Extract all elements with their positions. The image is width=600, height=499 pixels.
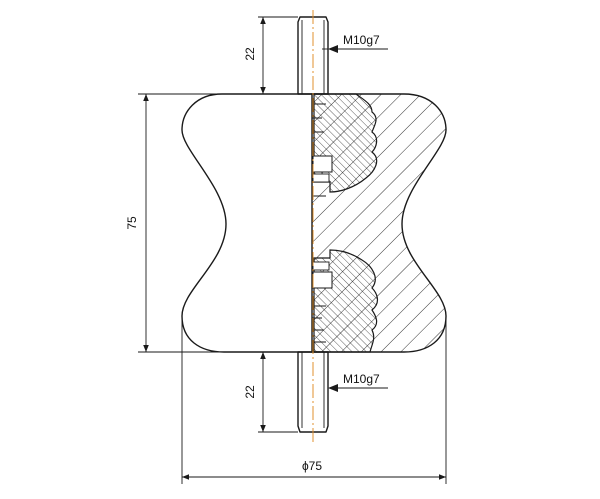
- rubber-body: [181, 93, 447, 353]
- body-left-outline: [181, 93, 312, 353]
- dim-stud-top: 22: [243, 16, 298, 95]
- dim-body-height: 75: [125, 93, 224, 353]
- section-steps: [312, 103, 326, 343]
- bottom-bore-upper: [312, 261, 330, 271]
- dim-stud-top-label: 22: [243, 47, 257, 61]
- top-bore-lower: [312, 173, 330, 183]
- dim-body-height-label: 75: [125, 216, 139, 230]
- thread-callout-top-label: M10g7: [343, 33, 380, 47]
- top-bore: [312, 155, 333, 173]
- dim-body-diameter: ϕ75: [181, 316, 447, 484]
- dim-stud-bottom-label: 22: [243, 385, 257, 399]
- bottom-bore: [312, 271, 333, 289]
- dim-body-diameter-label: ϕ75: [302, 459, 322, 473]
- bottom-stud: [297, 351, 329, 433]
- dim-stud-bottom: 22: [243, 351, 298, 433]
- thread-callout-top: M10g7: [322, 33, 388, 53]
- thread-callout-bottom: M10g7: [328, 372, 388, 392]
- thread-callout-bottom-label: M10g7: [343, 372, 380, 386]
